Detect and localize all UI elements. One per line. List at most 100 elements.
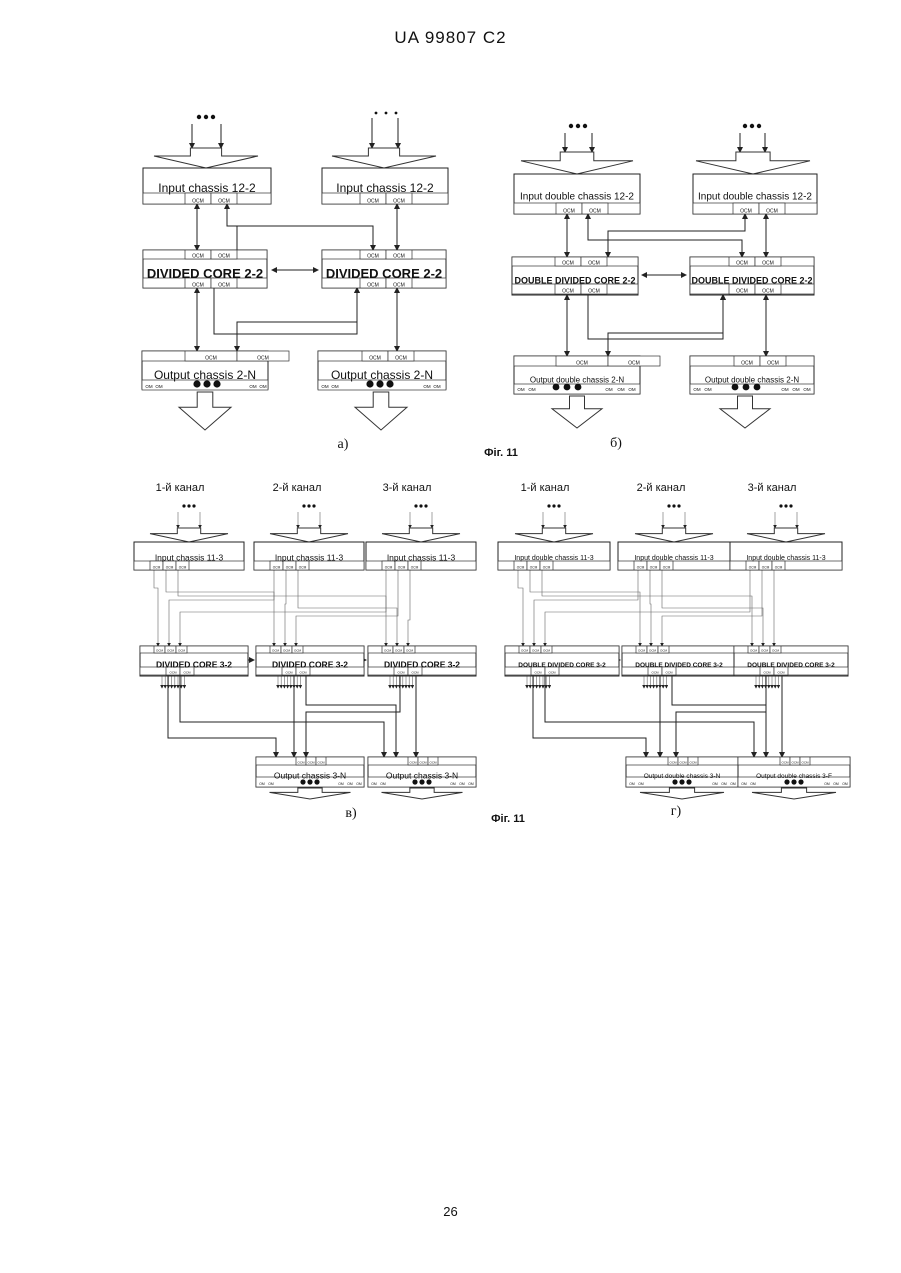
ports-b-out-left-top-port-label: OCM xyxy=(628,360,640,366)
panel-d-mesh-1-2 xyxy=(662,570,763,646)
panel-c-output-chassis-0-label: Output chassis 3-N xyxy=(274,771,346,781)
panel-c-om-r0-2: OM xyxy=(356,782,362,786)
panel-c-in-ports-0-port-label: OCM xyxy=(166,565,174,569)
panel-c-om-l0-1: OM xyxy=(268,782,274,786)
output-dots-b-right xyxy=(754,384,761,391)
link-a-in-core-2 xyxy=(227,204,373,250)
panel-d-om-l1-1: OM xyxy=(750,782,756,786)
panel-d-core-ports-top-1-port-label: OCM xyxy=(649,648,657,652)
panel-d-core-ports-bot-1-port-label: OCM xyxy=(666,670,674,674)
panel-c-core-2-label: DIVIDED CORE 3-2 xyxy=(384,660,460,670)
panel-c-core-ports-top-2-port-label: OCM xyxy=(395,648,403,652)
input-chassis-b-right-label: Input double chassis 12-2 xyxy=(698,192,812,203)
input-dots-b-left xyxy=(576,124,580,128)
om-label-b-r1: OM xyxy=(704,387,712,392)
core-a-left-label: DIVIDED CORE 2-2 xyxy=(147,266,263,281)
flow-arrow-b-out-right xyxy=(720,396,770,428)
figure-caption-top: Фіг. 11 xyxy=(484,447,518,459)
panel-d-input-dots-1 xyxy=(667,504,670,507)
panel-c-mesh-0-0 xyxy=(154,570,158,646)
panel-d-core-0-label: DOUBLE DIVIDED CORE 3-2 xyxy=(518,662,606,669)
panel-d-core-ports-top-2-port-label: OCM xyxy=(772,648,780,652)
panel-c-mesh-0-1 xyxy=(166,570,274,646)
panel-d-om-l0-1: OM xyxy=(638,782,644,786)
ports-a-core-left-bot-port-label: OCM xyxy=(192,282,204,288)
panel-c-mesh-1-1 xyxy=(285,570,286,646)
panel-c-core-ports-bot-2-port-label: OCM xyxy=(398,670,406,674)
flow-arrow-b-in-left xyxy=(521,152,633,174)
input-dots-b-left xyxy=(569,124,573,128)
panel-c-input-dots-0 xyxy=(182,504,185,507)
link-b-core-out-2 xyxy=(588,295,723,339)
panel-d-in-ports-2-port-label: OCM xyxy=(762,565,770,569)
panel-d-input-chassis-1-label: Input double chassis 11-3 xyxy=(634,555,713,562)
output-dots-b-left xyxy=(553,384,560,391)
panel-c-mesh-2-2 xyxy=(408,570,410,646)
panel-c-input-dots-0 xyxy=(192,504,195,507)
ports-a-core-right-bot-port-label: OCM xyxy=(367,282,379,288)
panel-d-output-chassis-0-label: Output double chassis 3-N xyxy=(644,773,721,780)
panel-c-c0-o1 xyxy=(180,675,384,757)
panel-d-om-r1-2: OM xyxy=(842,782,848,786)
panel-c-out-ports-top-1-port-label: OCM xyxy=(410,760,418,764)
output-dots-b-right xyxy=(732,384,739,391)
panel-c-input-dots-2 xyxy=(414,504,417,507)
input-dots-b-left xyxy=(583,124,587,128)
panel-c-core-ports-bot-0-port-label: OCM xyxy=(170,670,178,674)
ports-a-in-right-port-label: OCM xyxy=(393,198,405,204)
panel-c-mesh-1-2 xyxy=(298,570,397,646)
om-label-a-r1: OM xyxy=(331,384,339,389)
panel-d-flow-arrow-in-2 xyxy=(747,528,825,542)
om-label-b-l2: OM xyxy=(605,387,613,392)
panel-d-output-dots-1 xyxy=(791,779,796,784)
panel-c-in-ports-1-port-label: OCM xyxy=(273,565,281,569)
core-a-right-label: DIVIDED CORE 2-2 xyxy=(326,266,442,281)
ports-b-core-right-top-port-label: OCM xyxy=(762,260,774,266)
panel-c-in-ports-2-port-label: OCM xyxy=(385,565,393,569)
panel-d-in-ports-1-port-label: OCM xyxy=(637,565,645,569)
panel-d-core-ports-top-1-port-label: OCM xyxy=(660,648,668,652)
ports-b-out-right-top-port-label: OCM xyxy=(767,360,779,366)
panel-c-core-0-label: DIVIDED CORE 3-2 xyxy=(156,660,232,670)
panel-d-core-ports-bot-0-port-label: OCM xyxy=(549,670,557,674)
panel-d-core-2-label: DOUBLE DIVIDED CORE 3-2 xyxy=(747,662,835,669)
panel-d-out-ports-top-1-port-label: OCM xyxy=(782,760,790,764)
input-dots-b-right xyxy=(757,124,761,128)
panel-d-om-l0-0: OM xyxy=(629,782,635,786)
panel-d-mesh-1-1 xyxy=(650,570,651,646)
panel-c-core-ports-bot-0-port-label: OCM xyxy=(184,670,192,674)
panel-c-channel-label-1: 2-й канал xyxy=(273,482,322,494)
panel-c-om-r0-1: OM xyxy=(347,782,353,786)
panel-d-output-dots-1 xyxy=(798,779,803,784)
link-a-core-out-2 xyxy=(214,288,357,334)
ports-b-core-left-top-port-label: OCM xyxy=(588,260,600,266)
ports-b-in-left-port-label: OCM xyxy=(563,208,575,214)
input-chassis-b-left-label: Input double chassis 12-2 xyxy=(520,192,634,203)
flow-arrow-b-in-right xyxy=(696,152,810,174)
ports-b-in-left-port-label: OCM xyxy=(589,208,601,214)
ports-b-core-right-top-port-label: OCM xyxy=(736,260,748,266)
ports-a-core-left-top-port-label: OCM xyxy=(218,253,230,259)
panel-c-core-ports-bot-1-port-label: OCM xyxy=(286,670,294,674)
flow-arrow-b-out-left xyxy=(552,396,602,428)
om-label-a-r2: OM xyxy=(423,384,431,389)
panel-d-flow-arrow-out-1 xyxy=(752,788,836,799)
panel-d-input-dots-1 xyxy=(677,504,680,507)
core-b-right-label: DOUBLE DIVIDED CORE 2-2 xyxy=(691,276,812,286)
om-label-b-l3: OM xyxy=(617,387,625,392)
input-dots-b-right xyxy=(750,124,754,128)
panel-c-in-ports-0-port-label: OCM xyxy=(153,565,161,569)
panel-c-input-dots-1 xyxy=(312,504,315,507)
panel-d-core-ports-bot-2-port-label: OCM xyxy=(778,670,786,674)
panel-d-in-ports-0-port-label: OCM xyxy=(530,565,538,569)
panel-d-in-ports-1-port-label: OCM xyxy=(650,565,658,569)
output-chassis-b-left-label: Output double chassis 2-N xyxy=(530,375,624,384)
panel-c-flow-arrow-in-2 xyxy=(382,528,460,542)
input-dots-a-left xyxy=(204,115,208,119)
panel-c-core-ports-top-1-port-label: OCM xyxy=(294,648,302,652)
ports-b-out-right-top-port-label: OCM xyxy=(741,360,753,366)
core-b-left-label: DOUBLE DIVIDED CORE 2-2 xyxy=(514,276,635,286)
panel-d-channel-label-1: 2-й канал xyxy=(637,482,686,494)
panel-c-input-chassis-0-label: Input chassis 11-3 xyxy=(155,552,224,562)
om-label-a-l0: OM xyxy=(145,384,153,389)
